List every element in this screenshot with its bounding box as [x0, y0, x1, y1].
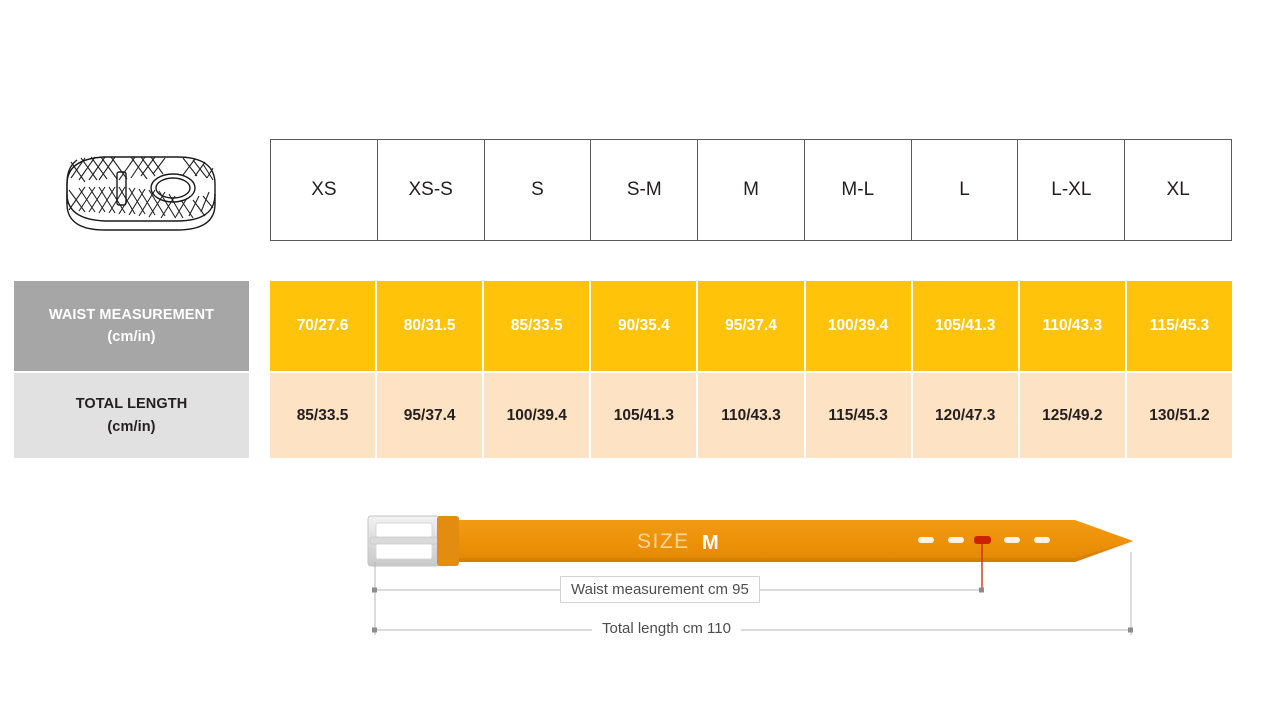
belt-buckle: [367, 515, 441, 567]
belt-hole: [1034, 537, 1050, 543]
total-length-value-cell: 110/43.3: [698, 373, 806, 458]
waist-value-cell: 70/27.6: [270, 281, 378, 371]
waist-value-cell: 85/33.5: [484, 281, 592, 371]
total-length-value-cell: 125/49.2: [1019, 373, 1127, 458]
total-length-dimension-label: Total length cm 110: [592, 618, 741, 639]
braided-belt-icon: [66, 156, 216, 231]
belt-diagram-svg: SIZE M: [367, 515, 1133, 635]
size-header-cell: S: [485, 140, 592, 240]
total-length-dimension-line: [372, 627, 1133, 633]
waist-value-cell: 80/31.5: [377, 281, 485, 371]
total-length-value-cell: 105/41.3: [591, 373, 699, 458]
size-header-cell: M: [698, 140, 805, 240]
size-header-cell: S-M: [591, 140, 699, 240]
size-header-cell: L-XL: [1018, 140, 1126, 240]
belt-dimension-diagram: SIZE M Waist measurement: [0, 480, 1280, 660]
waist-value-cell: 100/39.4: [805, 281, 913, 371]
waist-value-cell: 90/35.4: [591, 281, 699, 371]
dimension-extension-lines: [374, 552, 1132, 635]
waist-value-cell: 105/41.3: [912, 281, 1020, 371]
total-length-label: TOTAL LENGTH (cm/in): [14, 373, 249, 458]
waist-value-cell: 95/37.4: [698, 281, 806, 371]
total-length-value-cell: 115/45.3: [805, 373, 913, 458]
waist-value-cell: 110/43.3: [1019, 281, 1127, 371]
belt-hole: [1004, 537, 1020, 543]
belt-hole-selected: [974, 536, 991, 544]
waist-measurement-row: WAIST MEASUREMENT (cm/in) 70/27.6 80/31.…: [0, 281, 1280, 371]
braided-belt-illustration: [55, 142, 225, 242]
row-label-main: TOTAL LENGTH: [75, 396, 188, 413]
belt-size-word: SIZE: [637, 530, 690, 553]
total-length-value-cells: 85/33.5 95/37.4 100/39.4 105/41.3 110/43…: [270, 373, 1232, 458]
row-label-main: WAIST MEASUREMENT: [48, 306, 215, 323]
total-length-row: TOTAL LENGTH (cm/in) 85/33.5 95/37.4 100…: [0, 373, 1280, 458]
size-header-row: XS XS-S S S-M M M-L L L-XL XL: [270, 139, 1232, 241]
total-length-value-cell: 120/47.3: [912, 373, 1020, 458]
size-header-cell: XL: [1166, 179, 1190, 200]
row-label-unit: (cm/in): [107, 418, 156, 435]
waist-measurement-dimension-label: Waist measurement cm 95: [560, 576, 760, 603]
size-header-cell: XS: [271, 140, 378, 240]
size-header-cell: L: [912, 140, 1019, 240]
size-header-cell: XS-S: [378, 140, 485, 240]
belt-strap: [432, 520, 1133, 562]
row-label-unit: (cm/in): [107, 329, 156, 345]
belt-hole: [918, 537, 934, 543]
belt-hole: [948, 537, 964, 543]
belt-keeper-loop: [437, 516, 459, 566]
waist-measurement-label: WAIST MEASUREMENT (cm/in): [14, 281, 249, 371]
size-header-cell: M-L: [805, 140, 912, 240]
total-length-value-cell: 95/37.4: [377, 373, 485, 458]
total-length-value-cell: 85/33.5: [270, 373, 378, 458]
waist-value-cell: 115/45.3: [1126, 281, 1232, 371]
belt-size-value: M: [702, 532, 719, 554]
waist-value-cells: 70/27.6 80/31.5 85/33.5 90/35.4 95/37.4 …: [270, 281, 1232, 371]
total-length-value-cell: 130/51.2: [1126, 373, 1232, 458]
belt-holes: [918, 536, 1050, 544]
total-length-value-cell: 100/39.4: [484, 373, 592, 458]
